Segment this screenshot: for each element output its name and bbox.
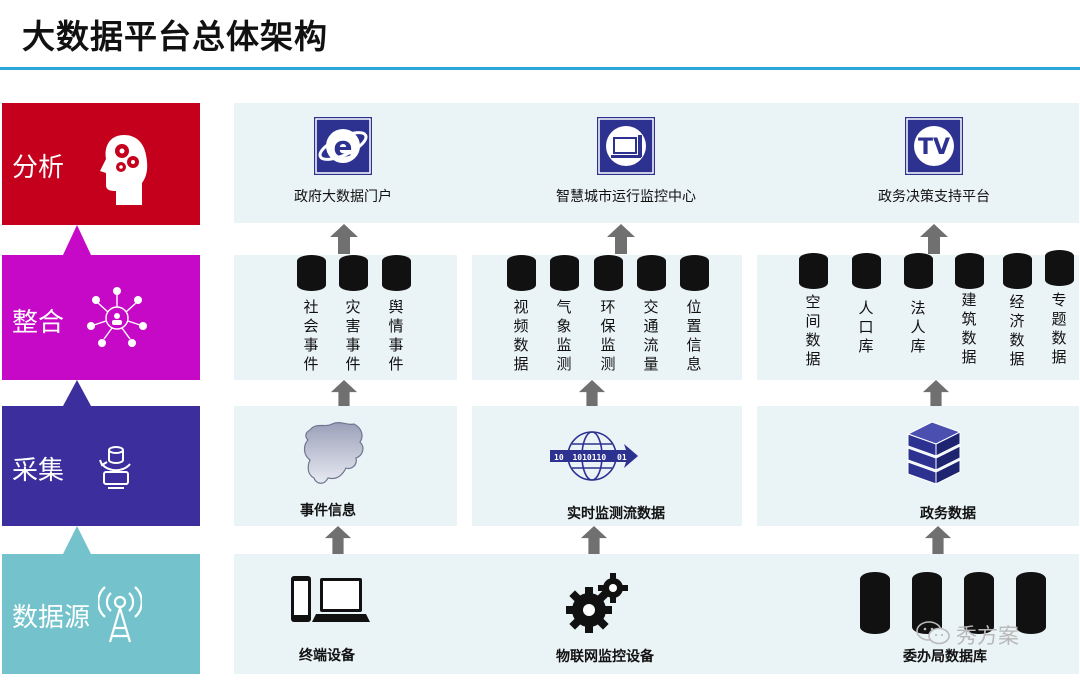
- flow-up-arrow: [324, 526, 352, 554]
- analysis-item-label: 智慧城市运行监控中心: [556, 189, 696, 205]
- stream-bits-middle: 1010110: [572, 453, 606, 462]
- source-item-label: 委办局数据库: [903, 649, 987, 665]
- signal-tower-icon: [98, 586, 142, 643]
- layer-connector: [63, 225, 91, 255]
- flow-up-arrow: [578, 380, 606, 408]
- collection-item-label: 实时监测流数据: [567, 506, 665, 522]
- integration-item-label: 交通流量: [643, 298, 659, 373]
- flow-up-arrow: [330, 380, 358, 408]
- layer-source-label: 数据源: [12, 603, 91, 633]
- database-icon: [852, 253, 881, 289]
- source-item-label: 物联网监控设备: [556, 649, 654, 665]
- collection-item-label: 政务数据: [920, 506, 976, 522]
- stream-bits: 10 1010110 01: [554, 453, 627, 462]
- collection-panel-stream: [472, 406, 742, 526]
- integration-item-label: 环保监测: [600, 298, 616, 373]
- collection-item-label: 事件信息: [300, 503, 356, 519]
- cloud-map-icon: [303, 421, 364, 484]
- globe-data-stream-icon: 10 1010110 01: [550, 431, 638, 481]
- database-icon: [1003, 253, 1032, 289]
- database-icon: [297, 255, 326, 291]
- database-icon: [507, 255, 536, 291]
- database-icon: [1016, 572, 1046, 634]
- layer-connector: [63, 380, 91, 406]
- flow-up-arrow: [580, 526, 608, 554]
- integration-item-label: 社会事件: [303, 298, 319, 373]
- integration-item-label: 位置信息: [686, 298, 702, 373]
- page-title: 大数据平台总体架构: [22, 17, 328, 56]
- layer-collection: 采集: [2, 406, 200, 526]
- database-icon: [382, 255, 411, 291]
- integration-item-label: 空间数据: [805, 293, 821, 368]
- monitor-screen-icon: [597, 117, 655, 175]
- title-divider: [0, 67, 1080, 70]
- database-icon: [637, 255, 666, 291]
- stream-bits-left: 10: [554, 453, 564, 462]
- database-icon: [964, 572, 994, 634]
- svg-text:TV: TV: [918, 135, 950, 160]
- flow-up-arrow: [924, 526, 952, 554]
- integration-item-label: 建筑数据: [961, 291, 977, 366]
- database-icon: [339, 255, 368, 291]
- layer-integration: 整合: [2, 255, 200, 380]
- database-icon: [799, 253, 828, 289]
- integration-item-label: 人口库: [858, 299, 874, 355]
- layer-analysis: 分析: [2, 103, 200, 225]
- database-icon: [955, 253, 984, 289]
- tv-icon: TV: [905, 117, 963, 175]
- ie-browser-icon: e: [314, 117, 372, 175]
- database-icon: [904, 253, 933, 289]
- head-gears-icon: [100, 135, 148, 205]
- integration-item-label: 经济数据: [1009, 293, 1025, 368]
- watermark-text: 秀方案: [956, 624, 1019, 648]
- analysis-item-label: 政府大数据门户: [294, 189, 392, 205]
- database-icon: [550, 255, 579, 291]
- wechat-logo-icon: [916, 621, 950, 645]
- flow-up-arrow: [922, 380, 950, 408]
- analysis-item-label: 政务决策支持平台: [878, 189, 990, 205]
- source-item-label: 终端设备: [299, 648, 355, 664]
- integration-item-label: 视频数据: [513, 298, 529, 373]
- data-collection-icon: [99, 446, 131, 489]
- database-icon: [680, 255, 709, 291]
- iot-gears-icon: [566, 573, 628, 633]
- database-icon: [594, 255, 623, 291]
- database-icon: [860, 572, 890, 634]
- integration-item-label: 灾害事件: [345, 298, 361, 373]
- stream-bits-right: 01: [617, 453, 627, 462]
- layer-connector: [63, 526, 91, 554]
- integration-item-label: 专题数据: [1051, 291, 1067, 366]
- network-people-icon: [87, 287, 147, 347]
- flow-up-arrow: [607, 224, 635, 254]
- layer-source: 数据源: [2, 554, 200, 674]
- layer-integration-label: 整合: [12, 308, 65, 338]
- server-stack-icon: [906, 421, 962, 485]
- flow-up-arrow: [920, 224, 948, 254]
- layer-collection-label: 采集: [12, 456, 65, 486]
- devices-icon: [291, 576, 370, 622]
- integration-item-label: 法人库: [910, 299, 926, 355]
- database-icon: [1045, 250, 1074, 286]
- layer-analysis-label: 分析: [12, 153, 65, 183]
- integration-item-label: 舆情事件: [388, 298, 404, 373]
- flow-up-arrow: [330, 224, 358, 254]
- integration-item-label: 气象监测: [556, 298, 572, 373]
